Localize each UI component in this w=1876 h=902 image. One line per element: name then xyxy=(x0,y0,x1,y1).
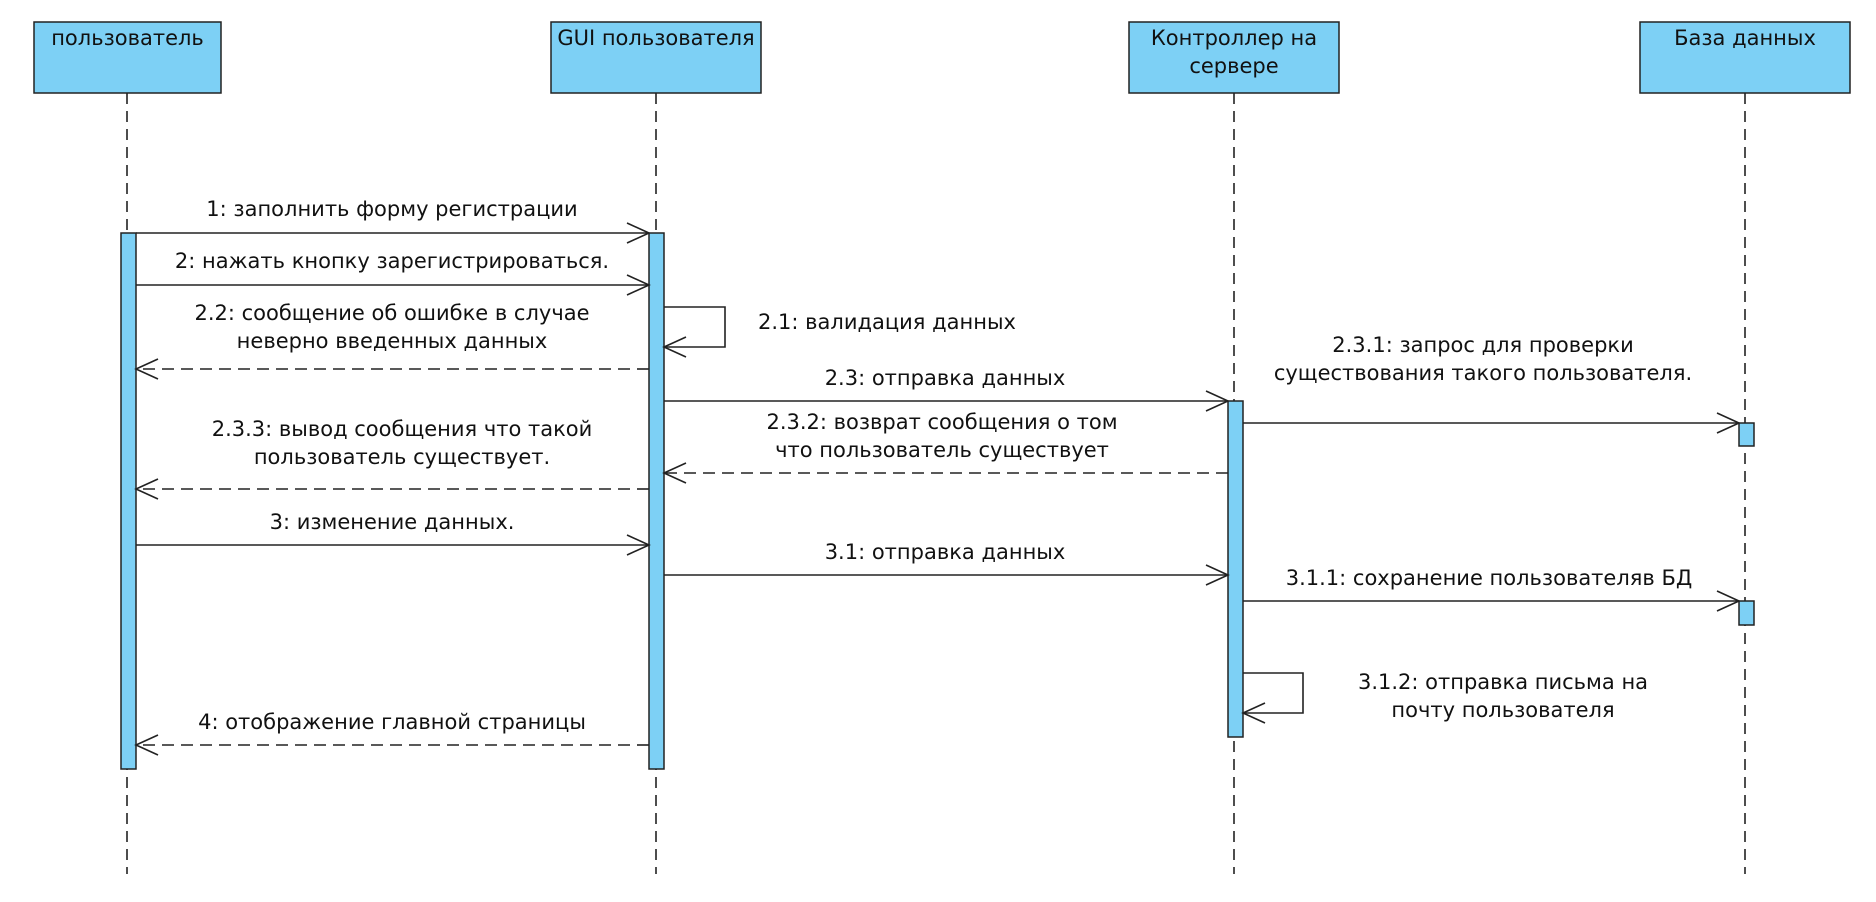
message-label: пользователь существует. xyxy=(254,445,550,469)
message-12: 3.1.2: отправка письма на почту пользоват… xyxy=(1241,670,1648,724)
message-label: 3.1.2: отправка письма на xyxy=(1358,670,1648,694)
participant-db: База данных xyxy=(1639,21,1851,94)
message-label: 2.1: валидация данных xyxy=(758,310,1016,334)
activation-bar-gui xyxy=(648,232,665,770)
message-label: 2.3: отправка данных xyxy=(825,366,1066,390)
activation-bars xyxy=(120,232,1755,770)
arrowhead xyxy=(1716,412,1741,434)
participant-box xyxy=(1128,21,1340,94)
arrowhead xyxy=(134,478,159,500)
arrowhead xyxy=(662,336,687,358)
arrowhead xyxy=(626,534,651,556)
arrowhead xyxy=(134,734,159,756)
message-label: 3: изменение данных. xyxy=(270,510,515,534)
message-label: 1: заполнить форму регистрации xyxy=(206,197,577,221)
message-7: 2.3.2: возврат сообщения о том что пользо… xyxy=(662,410,1228,484)
participant-label: База данных xyxy=(1674,26,1816,50)
message-1: 1: заполнить форму регистрации xyxy=(136,197,651,244)
participant-label: Контроллер на xyxy=(1151,26,1317,50)
self-message-arrow xyxy=(1243,672,1304,714)
message-8: 2.3.3: вывод сообщения что такой пользова… xyxy=(134,417,649,500)
participant-user: пользователь xyxy=(33,21,222,94)
message-label: 2.2: сообщение об ошибке в случае xyxy=(194,301,589,325)
activation-bar-ctrl xyxy=(1227,400,1244,738)
participant-gui: GUI пользователя xyxy=(550,21,762,94)
arrowhead xyxy=(1241,702,1266,724)
participant-label: пользователь xyxy=(51,26,204,50)
arrowhead xyxy=(1205,564,1230,586)
message-label: почту пользователя xyxy=(1391,698,1614,722)
arrowhead xyxy=(1716,590,1741,612)
message-label: 2.3.3: вывод сообщения что такой xyxy=(212,417,593,441)
participant-ctrl: Контроллер на сервере xyxy=(1128,21,1340,94)
message-13: 4: отображение главной страницы xyxy=(134,710,649,756)
message-10: 3.1: отправка данных xyxy=(664,540,1230,586)
message-label: 2.3.2: возврат сообщения о том xyxy=(766,410,1117,434)
participants: пользователь GUI пользователя Контроллер н… xyxy=(33,21,1851,94)
message-4: 2.2: сообщение об ошибке в случае неверно… xyxy=(134,301,649,380)
message-9: 3: изменение данных. xyxy=(136,510,651,556)
message-5: 2.3: отправка данных xyxy=(664,366,1230,412)
activation-bar-user xyxy=(120,232,137,770)
activation-bar-db xyxy=(1738,600,1755,626)
message-label: существования такого пользователя. xyxy=(1274,361,1692,385)
arrowhead xyxy=(662,462,687,484)
participant-box xyxy=(550,21,762,94)
arrowhead xyxy=(134,358,159,380)
participant-box xyxy=(1639,21,1851,94)
participant-box xyxy=(33,21,222,94)
activation-bar-db xyxy=(1738,422,1755,447)
messages: 1: заполнить форму регистрации 2: нажать … xyxy=(134,197,1741,756)
arrowhead xyxy=(1205,390,1230,412)
message-6: 2.3.1: запрос для проверки существования … xyxy=(1243,333,1741,434)
message-label: неверно введенных данных xyxy=(237,329,548,353)
message-label: 3.1.1: сохранение пользователяв БД xyxy=(1286,566,1693,590)
message-label: 3.1: отправка данных xyxy=(825,540,1066,564)
arrowhead xyxy=(626,274,651,296)
participant-label: GUI пользователя xyxy=(557,26,754,50)
message-11: 3.1.1: сохранение пользователяв БД xyxy=(1243,566,1741,612)
message-label: что пользователь существует xyxy=(775,438,1109,462)
message-label: 2.3.1: запрос для проверки xyxy=(1332,333,1633,357)
message-3: 2.1: валидация данных xyxy=(662,306,1016,358)
message-label: 2: нажать кнопку зарегистрироваться. xyxy=(175,249,609,273)
self-message-arrow xyxy=(664,306,726,348)
message-label: 4: отображение главной страницы xyxy=(198,710,586,734)
arrowhead xyxy=(626,222,651,244)
message-2: 2: нажать кнопку зарегистрироваться. xyxy=(136,249,651,296)
participant-label: сервере xyxy=(1189,54,1278,78)
